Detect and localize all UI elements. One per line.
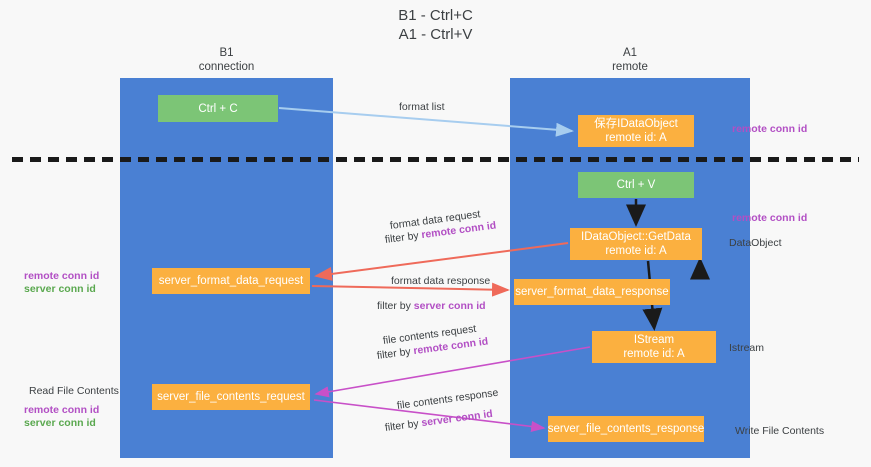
box-server-file-contents-response-label: server_file_contents_response	[547, 423, 705, 435]
column-header-b1-name: B1	[219, 47, 234, 59]
annotation-read-file-contents: Read File Contents	[29, 385, 119, 397]
filter-prefix: filter by	[377, 300, 414, 312]
annotation-write-file-contents: Write File Contents	[735, 425, 825, 437]
box-getdata-line2: remote id: A	[605, 245, 667, 257]
annotation-left-remote-conn-id-2: remote conn id	[24, 404, 100, 416]
box-istream[interactable]: IStream remote id: A	[592, 331, 716, 363]
box-server-format-data-request-label: server_format_data_request	[158, 275, 304, 287]
annotation-left-server-conn-id-2: server conn id	[24, 417, 96, 429]
annotation-remote-conn-id-top: remote conn id	[732, 123, 808, 135]
phase-divider	[12, 157, 859, 162]
box-idataobject-line1: 保存IDataObject	[594, 118, 678, 130]
annotation-left-remote-conn-id: remote conn id	[24, 270, 100, 282]
filter-prefix: filter by	[384, 229, 423, 246]
column-header-a1-role: remote	[612, 61, 648, 73]
box-getdata-line1: IDataObject::GetData	[581, 231, 691, 243]
box-server-file-contents-response[interactable]: server_file_contents_response	[548, 416, 704, 442]
box-idataobject-line2: remote id: A	[605, 132, 667, 144]
title-line-1: B1 - Ctrl+C	[398, 7, 473, 24]
edge-label-format-data-response-filter: filter by server conn id	[377, 299, 486, 313]
box-server-file-contents-request[interactable]: server_file_contents_request	[152, 384, 310, 410]
annotation-left-server-conn-id: server conn id	[24, 283, 96, 295]
annotation-istream: Istream	[729, 342, 765, 354]
filter-prefix: filter by	[384, 417, 423, 434]
annotation-remote-conn-id-mid: remote conn id	[732, 212, 808, 224]
edge-label-format-list: format list	[399, 101, 445, 113]
title-line-2: A1 - Ctrl+V	[398, 26, 473, 43]
box-ctrl-c-label: Ctrl + C	[198, 102, 238, 115]
box-ctrl-c[interactable]: Ctrl + C	[158, 95, 278, 122]
box-idataobject-getdata[interactable]: IDataObject::GetData remote id: A	[570, 228, 702, 260]
edge-label-format-data-response: format data response	[391, 275, 491, 287]
filter-value-server-conn-id: server conn id	[413, 300, 486, 312]
annotation-dataobject: DataObject	[729, 237, 782, 249]
box-server-format-data-request[interactable]: server_format_data_request	[152, 268, 310, 294]
box-istream-line1: IStream	[633, 334, 675, 346]
column-header-a1: A1 remote	[510, 46, 750, 74]
box-ctrl-v[interactable]: Ctrl + V	[578, 172, 694, 198]
box-istream-line2: remote id: A	[623, 348, 685, 360]
box-idataobject[interactable]: 保存IDataObject remote id: A	[578, 115, 694, 147]
box-server-format-data-response[interactable]: server_format_data_response	[514, 279, 670, 305]
column-header-b1: B1 connection	[120, 46, 333, 74]
box-ctrl-v-label: Ctrl + V	[616, 179, 656, 191]
page-title: B1 - Ctrl+C A1 - Ctrl+V	[0, 6, 871, 44]
filter-prefix: filter by	[376, 345, 415, 362]
column-header-b1-role: connection	[198, 61, 255, 73]
column-header-a1-name: A1	[622, 47, 638, 59]
box-server-file-contents-request-label: server_file_contents_request	[157, 391, 305, 403]
filter-value-server-conn-id: server conn id	[420, 407, 494, 430]
box-server-format-data-response-label: server_format_data_response	[515, 286, 669, 298]
